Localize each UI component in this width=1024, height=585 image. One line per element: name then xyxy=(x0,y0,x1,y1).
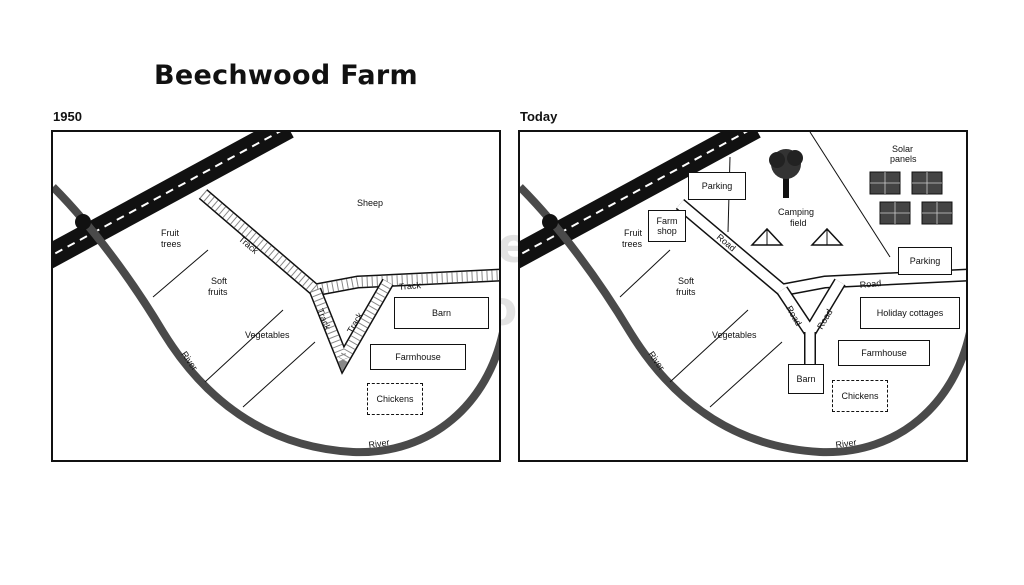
tent-icon xyxy=(750,227,784,246)
tent-icon xyxy=(810,227,844,246)
farm-shop-label-2: shop xyxy=(657,226,677,236)
junction xyxy=(75,214,91,230)
farm-shop-label-1: Farm xyxy=(656,216,678,226)
farmhouse-1950: Farmhouse xyxy=(370,344,466,370)
field-divider xyxy=(152,249,209,298)
field-divider xyxy=(669,309,749,383)
label-solar: Solar xyxy=(892,144,913,154)
label-fruit-trees: Fruit xyxy=(161,228,179,238)
barn-1950: Barn xyxy=(394,297,489,329)
label-camping: Camping xyxy=(778,207,814,217)
parking-top: Parking xyxy=(688,172,746,200)
label-soft-fruits: Soft xyxy=(211,276,228,286)
label-solar-2: panels xyxy=(890,154,917,164)
field-divider xyxy=(619,249,671,298)
label-fruit-trees-2: trees xyxy=(622,239,643,249)
holiday-cottages: Holiday cottages xyxy=(860,297,960,329)
field-divider xyxy=(709,341,783,408)
farmhouse-today: Farmhouse xyxy=(838,340,930,366)
river xyxy=(520,184,966,457)
label-fruit-trees-2: trees xyxy=(161,239,182,249)
label-soft-fruits-2: fruits xyxy=(208,287,228,297)
solar-panel-icon xyxy=(869,171,953,225)
tree-icon xyxy=(769,149,803,198)
river xyxy=(53,184,499,457)
chickens-1950: Chickens xyxy=(367,383,423,415)
label-soft-fruits-2: fruits xyxy=(676,287,696,297)
page-title: Beechwood Farm xyxy=(154,60,418,91)
parking-right: Parking xyxy=(898,247,952,275)
label-river-2: River xyxy=(368,437,390,450)
caption-1950: 1950 xyxy=(53,109,82,124)
label-camping-2: field xyxy=(790,218,807,228)
label-vegetables: Vegetables xyxy=(245,330,290,340)
label-track-2: Track xyxy=(398,280,421,292)
label-river-2: River xyxy=(835,437,857,450)
road-centerline xyxy=(53,132,281,256)
label-road-2: Road xyxy=(859,278,881,290)
label-vegetables: Vegetables xyxy=(712,330,757,340)
barn-today: Barn xyxy=(788,364,824,394)
junction xyxy=(542,214,558,230)
label-sheep: Sheep xyxy=(357,198,383,208)
farm-shop: Farm shop xyxy=(648,210,686,242)
field-divider xyxy=(242,341,316,408)
field-divider xyxy=(809,132,891,258)
label-soft-fruits: Soft xyxy=(678,276,695,286)
caption-today: Today xyxy=(520,109,558,124)
road-centerline xyxy=(520,132,748,256)
field-divider xyxy=(204,309,284,383)
chickens-today: Chickens xyxy=(832,380,888,412)
map-today: Fruit trees Camping field Solar panels S… xyxy=(518,130,968,462)
map-1950: Sheep Fruit trees Soft fruits Vegetables… xyxy=(51,130,501,462)
label-fruit-trees: Fruit xyxy=(624,228,642,238)
